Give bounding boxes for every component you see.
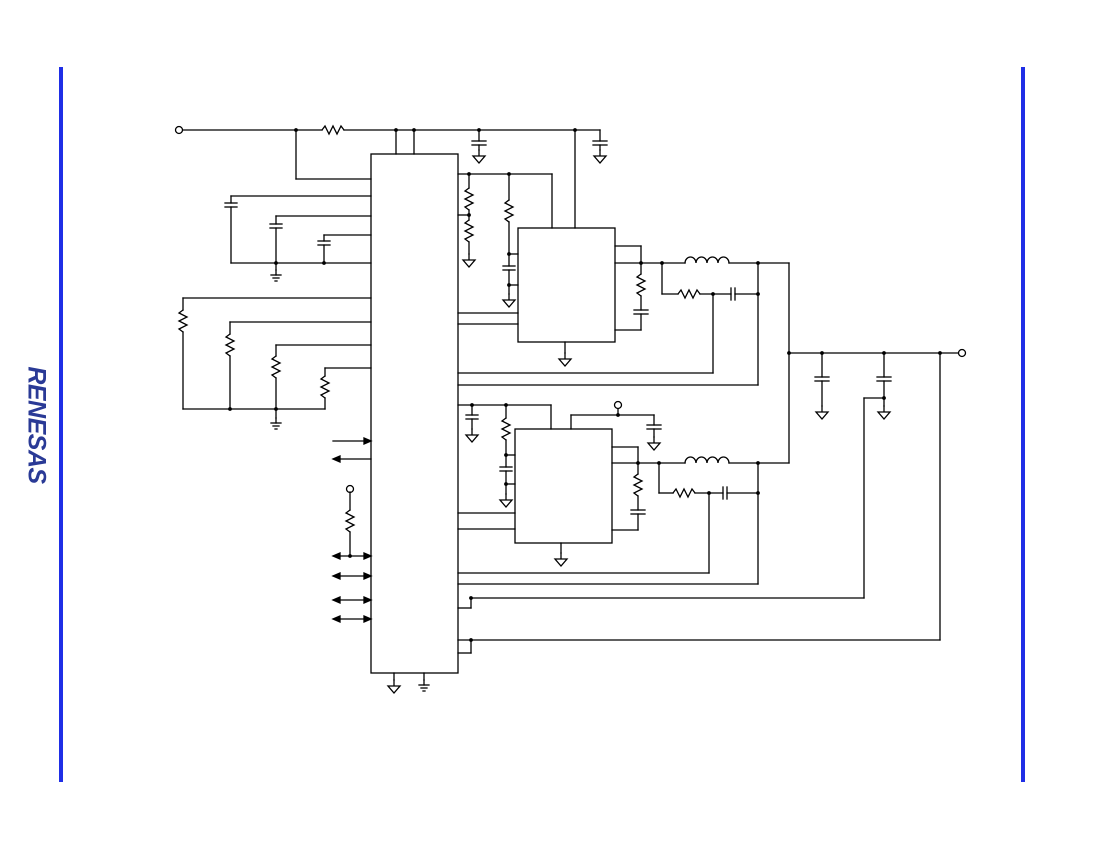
left-border-line [59, 67, 63, 782]
left-resistor-4 [319, 375, 331, 399]
bidir-bus-2 [331, 572, 373, 580]
input-terminal [174, 125, 184, 135]
lower-bias-capacitor [646, 414, 662, 451]
snubber-resistor-upper [635, 273, 647, 297]
left-resistor-3 [270, 355, 282, 379]
signal-arrow-in [332, 437, 373, 445]
lower-bias-terminal [613, 400, 623, 410]
rail-capacitor-1 [471, 129, 487, 164]
upper-resistor-2 [503, 199, 515, 223]
pullup-resistor [344, 509, 356, 533]
rc-resistor-lower [672, 487, 696, 499]
driver-ic-lower [514, 428, 613, 544]
upper-resistor-1a [463, 187, 475, 211]
bidir-bus-3 [331, 596, 373, 604]
inductor-upper [684, 256, 730, 264]
bidir-bus-1 [331, 552, 373, 560]
input-resistor [321, 124, 345, 136]
signal-arrow-out [331, 455, 372, 463]
lower-resistor-1 [500, 417, 512, 441]
controller-ic [370, 153, 459, 674]
output-capacitor-1 [814, 352, 830, 420]
rc-resistor-upper [677, 288, 701, 300]
driver-ic-upper [517, 227, 616, 343]
inductor-lower [684, 456, 730, 464]
snubber-resistor-lower [632, 473, 644, 497]
right-border-line [1021, 67, 1025, 782]
output-capacitor-2 [876, 352, 892, 420]
bidir-bus-4 [331, 615, 373, 623]
lower-capacitor-1 [465, 404, 479, 443]
rail-capacitor-2 [592, 129, 608, 164]
upper-resistor-1b [463, 219, 475, 243]
output-terminal [957, 348, 967, 358]
left-resistor-2 [224, 333, 236, 357]
left-resistor-1 [177, 309, 189, 333]
